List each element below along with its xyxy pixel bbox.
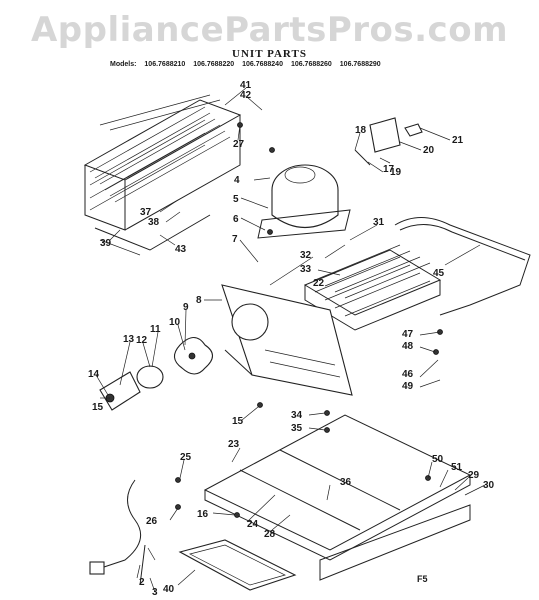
callout-42: 42 (240, 90, 252, 101)
callout-39: 39 (100, 238, 112, 249)
callout-21: 21 (452, 135, 464, 146)
fan-motor (99, 365, 164, 411)
callout-23: 23 (228, 439, 240, 450)
base-frame (203, 414, 472, 581)
callout-2: 2 (139, 577, 145, 588)
callout-25: 25 (180, 452, 192, 463)
model-number: 106.7688290 (339, 61, 381, 68)
callout-15b: 15 (232, 416, 244, 427)
callout-27: 27 (233, 139, 245, 150)
watermark-logo: AppliancePartsPros.com (30, 10, 508, 50)
callout-51: 51 (451, 462, 463, 473)
callout-34: 34 (291, 410, 303, 421)
callout-19: 19 (390, 167, 402, 178)
model-list: Models: 106.7688210 106.7688220 106.7688… (110, 61, 387, 68)
callout-4: 4 (234, 175, 240, 186)
model-number: 106.7688240 (242, 61, 283, 68)
callout-16: 16 (197, 509, 209, 520)
callout-8: 8 (196, 295, 202, 306)
callout-6: 6 (233, 214, 239, 225)
callout-13: 13 (123, 334, 135, 345)
callout-18: 18 (355, 125, 367, 136)
model-label: Models: (110, 61, 137, 68)
callout-12: 12 (136, 335, 148, 346)
callout-28: 28 (264, 529, 276, 540)
callout-29: 29 (468, 470, 480, 481)
leader-lines (95, 87, 486, 593)
callout-33: 33 (300, 264, 312, 275)
callout-20: 20 (423, 145, 435, 156)
defrost-heater (394, 217, 531, 316)
callout-9: 9 (183, 302, 189, 313)
condenser-fan (173, 336, 214, 375)
callout-31: 31 (373, 217, 385, 228)
callout-17: 17 (383, 164, 395, 175)
model-number: 106.7688220 (193, 61, 235, 68)
callout-10: 10 (169, 317, 181, 328)
callout-36: 36 (340, 477, 352, 488)
callout-43: 43 (175, 244, 187, 255)
relay-box (354, 117, 423, 166)
callout-30: 30 (483, 480, 495, 491)
callout-14: 14 (88, 369, 100, 380)
callout-48: 48 (402, 341, 414, 352)
diagram-title: UNIT PARTS (232, 48, 307, 60)
callout-41: 41 (240, 80, 252, 91)
callout-15: 15 (92, 402, 104, 413)
condenser-coil (83, 94, 242, 256)
callout-24: 24 (247, 519, 259, 530)
model-number: 106.7688210 (144, 61, 186, 68)
fasteners (175, 122, 443, 518)
callout-32: 32 (300, 250, 312, 261)
callout-26: 26 (146, 516, 158, 527)
callout-50: 50 (432, 454, 444, 465)
compressor (257, 164, 351, 239)
wiring-harness (94, 479, 142, 571)
callout-38: 38 (148, 217, 160, 228)
model-number: 106.7688260 (290, 61, 332, 68)
callout-35: 35 (291, 423, 303, 434)
callout-5: 5 (233, 194, 239, 205)
callout-22: 22 (313, 278, 325, 289)
callout-46: 46 (402, 369, 414, 380)
callout-11: 11 (150, 324, 161, 335)
figure-code: F5 (417, 574, 428, 584)
callout-49: 49 (402, 381, 414, 392)
evaporator-coil (303, 244, 442, 331)
callout-45: 45 (433, 268, 445, 279)
callout-47: 47 (402, 329, 414, 340)
fan-shroud (221, 284, 353, 396)
callout-40: 40 (163, 584, 175, 595)
callout-7: 7 (232, 234, 238, 245)
callout-3: 3 (152, 587, 158, 598)
callout-labels: 2 3 4 5 6 7 8 9 10 11 12 13 14 15 15 16 … (88, 80, 495, 598)
drain-pan (178, 539, 297, 591)
callout-37: 37 (140, 207, 152, 218)
